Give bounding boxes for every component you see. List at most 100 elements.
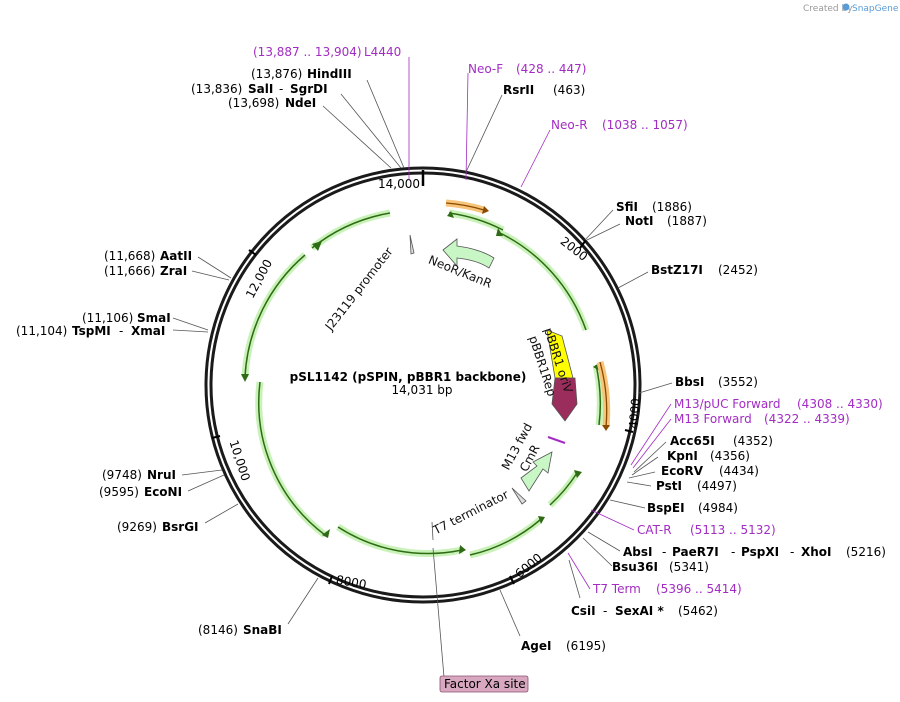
m13-fwd-feature: [547, 436, 566, 444]
factor-xa-site-box: [439, 675, 529, 693]
svg-text:-: -: [119, 324, 123, 338]
site-econi-name: EcoNI: [144, 485, 182, 499]
tick-label-14000: 14,000: [378, 177, 420, 191]
tick-10000: [211, 435, 221, 439]
tick-4000: [624, 429, 634, 433]
restriction-leaders: [172, 79, 673, 637]
svg-text:-: -: [790, 545, 794, 559]
site-nrui-name: NruI: [147, 468, 176, 482]
site-bspei-name: BspEI: [647, 501, 685, 515]
orf-arrowheads: [241, 211, 600, 554]
tick-label-8000: 8000: [335, 573, 368, 592]
site-pspxi-name: PspXI: [741, 545, 779, 559]
site-noti-name: NotI: [625, 214, 654, 228]
pbbr1-oriv-feature: [551, 377, 578, 422]
site-sexai-name: SexAI *: [615, 604, 664, 618]
site-noti-pos: (1887): [667, 214, 707, 228]
site-sgrdi-name: SgrDI: [290, 82, 328, 96]
site-sali-pos: (13,836): [191, 82, 242, 96]
plasmid-length: 14,031 bp: [391, 383, 452, 397]
site-acc65i-name: Acc65I: [670, 434, 715, 448]
site-smai-name: SmaI: [137, 311, 171, 325]
site-sali-name: SalI: [248, 82, 273, 96]
site-bsu36i-name: Bsu36I: [612, 560, 658, 574]
feature-j23119-label: J23119 promoter: [322, 245, 396, 334]
credit-created-by: Created by: [803, 4, 853, 14]
site-tspmi-name: TspMI: [72, 324, 111, 338]
site-sfii-pos: (1886): [652, 200, 692, 214]
tick-2000: [579, 239, 587, 249]
site-sfii-name: SfiI: [616, 200, 638, 214]
primer-neof-pos: (428 .. 447): [516, 62, 586, 76]
site-rsrii-name: RsrII: [503, 83, 534, 97]
site-kpni-pos: (4356): [710, 449, 750, 463]
site-xmai-name: XmaI: [131, 324, 165, 338]
site-bstz17i-name: BstZ17I: [651, 263, 703, 277]
cmr-feature: [520, 451, 553, 492]
primer-t7term-pos: (5396 .. 5414): [656, 582, 742, 596]
svg-text:-: -: [731, 545, 735, 559]
tick-label-2000: 2000: [558, 234, 591, 264]
primer-neof-name: Neo-F: [468, 62, 503, 76]
site-bbsi-name: BbsI: [675, 375, 704, 389]
site-ndei-name: NdeI: [285, 96, 316, 110]
tick-6000: [509, 575, 515, 585]
site-psti-name: PstI: [656, 479, 682, 493]
site-paer7i-name: PaeR7I: [672, 545, 719, 559]
svg-text:-: -: [603, 604, 607, 618]
tick-8000: [328, 575, 333, 585]
primer-catr-name: CAT-R: [637, 523, 672, 537]
site-econi-pos: (9595): [99, 485, 139, 499]
site-absi-name: AbsI: [623, 545, 652, 559]
backbone-outer-ring: [204, 166, 642, 604]
svg-text:-: -: [662, 545, 666, 559]
primer-m13fwd-pos: (4322 .. 4339): [764, 412, 850, 426]
tick-label-4000: 4000: [626, 398, 643, 430]
site-snabi-name: SnaBI: [243, 623, 282, 637]
site-xhoi-name: XhoI: [801, 545, 832, 559]
primer-m13fwd-name: M13 Forward: [674, 412, 752, 426]
plasmid-name: pSL1142 (pSPIN, pBBR1 backbone): [290, 370, 527, 384]
site-bspei-pos: (4984): [698, 501, 738, 515]
primer-l4440-pos: (13,887 .. 13,904): [253, 45, 362, 59]
site-bstz17i-pos: (2452): [718, 263, 758, 277]
site-hindiii-name: HindIII: [307, 67, 352, 81]
snapgene-logo-icon: [842, 3, 850, 11]
primer-catr-pos: (5113 .. 5132): [690, 523, 776, 537]
site-acc65i-pos: (4352): [733, 434, 773, 448]
primer-neor-pos: (1038 .. 1057): [602, 118, 688, 132]
site-hindiii-pos: (13,876): [251, 67, 302, 81]
site-aatii-pos: (11,668): [104, 249, 155, 263]
site-csii-pos: (5462): [678, 604, 718, 618]
site-ndei-pos: (13,698): [228, 96, 279, 110]
feature-factorxa-label: Factor Xa site: [444, 677, 526, 691]
tick-label-6000: 6000: [512, 550, 544, 580]
site-tspmi-pos: (11,104): [16, 324, 67, 338]
site-bbsi-pos: (3552): [718, 375, 758, 389]
primer-m13puc-name: M13/pUC Forward: [674, 397, 781, 411]
svg-text:-: -: [279, 82, 283, 96]
credit-brand: SnapGene: [852, 4, 899, 14]
site-smai-pos: (11,106): [82, 311, 133, 325]
site-kpni-name: KpnI: [667, 449, 698, 463]
site-csii-name: CsiI: [571, 604, 596, 618]
site-zrai-pos: (11,666): [104, 264, 155, 278]
site-agei-name: AgeI: [521, 639, 551, 653]
primer-m13puc-pos: (4308 .. 4330): [797, 397, 883, 411]
site-bsrgi-pos: (9269): [117, 520, 157, 534]
site-ecorv-pos: (4434): [719, 464, 759, 478]
site-aatii-name: AatII: [160, 249, 192, 263]
tick-12000: [248, 249, 257, 256]
site-agei-pos: (6195): [566, 639, 606, 653]
primer-t7term-name: T7 Term: [592, 582, 641, 596]
neor-kanr-feature: [442, 238, 495, 269]
site-snabi-pos: (8146): [198, 623, 238, 637]
primer-neor-name: Neo-R: [551, 118, 588, 132]
primer-l4440-name: L4440: [364, 45, 401, 59]
site-bsrgi-name: BsrGI: [162, 520, 199, 534]
site-zrai-name: ZraI: [160, 264, 187, 278]
t7-terminator-feature: [511, 487, 527, 505]
site-nrui-pos: (9748): [102, 468, 142, 482]
site-absi-pos: (5216): [846, 545, 886, 559]
